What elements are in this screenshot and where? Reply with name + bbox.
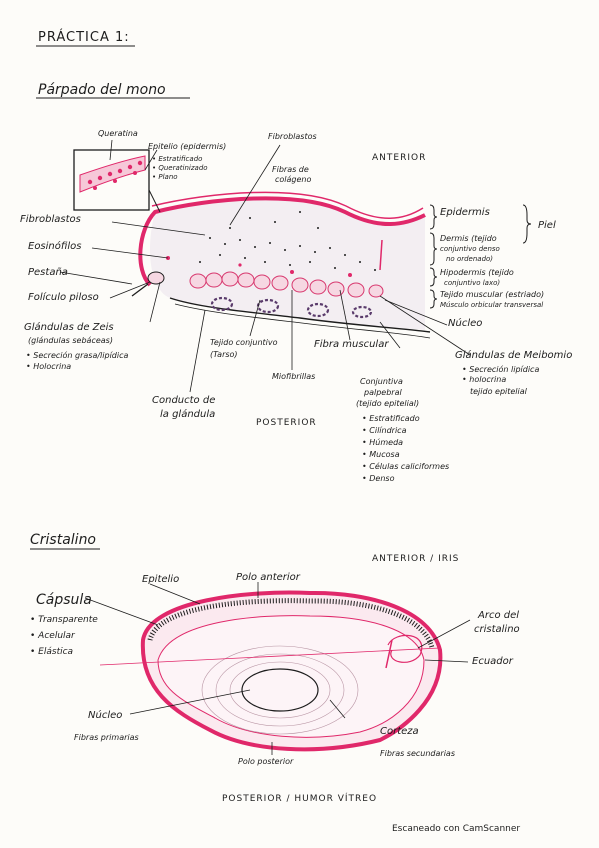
label-arco-2: cristalino <box>474 624 520 635</box>
conjuntiva-prop: Húmeda <box>362 437 449 449</box>
label-corteza: Corteza <box>380 726 419 737</box>
label-anterior: ANTERIOR <box>372 153 427 163</box>
label-piel: Piel <box>538 220 556 231</box>
scanner-watermark: Escaneado con CamScanner <box>392 824 521 834</box>
capsula-prop: Transparente <box>30 612 98 628</box>
zeis-prop: Secreción grasa/lipídica <box>26 350 128 361</box>
capsula-props: Transparente Acelular Elástica <box>30 612 98 660</box>
conjuntiva-prop: Células caliciformes <box>362 461 449 473</box>
label-hipodermis-1: Hipodermis (tejido <box>440 268 514 277</box>
eyelid-inset <box>73 149 161 213</box>
label-fibras-secundarias: Fibras secundarias <box>380 749 455 758</box>
capsula-prop: Elástica <box>30 644 98 660</box>
lens-epithelium <box>147 598 435 649</box>
eyelid-keratin-line <box>151 191 424 219</box>
epitelio-prop: Queratinizado <box>152 164 207 173</box>
label-tejido-conjuntivo-1: Tejido conjuntivo <box>210 338 278 347</box>
label-dermis-2: conjuntivo denso <box>440 245 500 253</box>
label-epitelio-lens: Epitelio <box>142 574 180 585</box>
epitelio-props: Estratificado Queratinizado Plano <box>152 155 208 182</box>
label-conducto-1: Conducto de <box>152 395 216 406</box>
label-polo-anterior: Polo anterior <box>236 572 300 583</box>
meibomio-props: Secreción lipídica holocrina <box>462 365 539 385</box>
label-conjuntiva-3: (tejido epitelial) <box>356 399 420 408</box>
lens-title: Cristalino <box>30 532 97 548</box>
label-epidermis: Epidermis <box>440 207 490 218</box>
label-zeis-2: (glándulas sebáceas) <box>28 336 113 345</box>
label-fibras-colageno-1: Fibras de <box>272 165 309 174</box>
lens-nucleus <box>241 668 319 712</box>
eyelid-epidermis <box>138 196 426 287</box>
capsula-prop: Acelular <box>30 628 98 644</box>
label-zeis-1: Glándulas de Zeis <box>24 322 114 333</box>
label-conjuntiva-2: palpebral <box>364 388 402 397</box>
lens-bow <box>387 634 423 663</box>
label-posterior: POSTERIOR <box>256 418 317 428</box>
label-nucleo-eyelid: Núcleo <box>448 318 483 329</box>
eyelid-conjunctiva-line <box>169 297 431 333</box>
conjuntiva-prop: Denso <box>362 473 449 485</box>
label-foliculo: Folículo piloso <box>28 292 99 303</box>
label-muscular-2: Músculo orbicular transversal <box>440 301 544 309</box>
label-fibroblastos-top: Fibroblastos <box>268 132 317 141</box>
label-fibra-muscular: Fibra muscular <box>314 339 389 350</box>
lens-leaders <box>84 582 471 755</box>
label-arco-1: Arco del <box>478 610 520 621</box>
label-pestana: Pestaña <box>28 267 68 278</box>
label-miofibrillas: Miofibrillas <box>272 372 316 381</box>
label-capsula: Cápsula <box>36 592 92 608</box>
label-fibras-colageno-2: colágeno <box>275 175 312 184</box>
label-muscular-1: Tejido muscular (estriado) <box>440 290 545 299</box>
lens-drawing <box>99 590 443 752</box>
label-conjuntiva-1: Conjuntiva <box>360 377 403 386</box>
label-epitelio: Epitelio (epidermis) <box>148 142 227 151</box>
label-anterior-iris: ANTERIOR / IRIS <box>372 554 460 564</box>
eyelid-conjunctiva-line-2 <box>174 303 431 339</box>
zeis-props: Secreción grasa/lipídica Holocrina <box>26 350 128 372</box>
meibomio-prop: holocrina <box>462 375 539 385</box>
label-dermis-3: no ordenado) <box>446 255 494 263</box>
epitelio-prop: Plano <box>152 173 208 182</box>
eyelid-title: Párpado del mono <box>38 82 166 98</box>
eyelid-drawing <box>131 191 431 339</box>
label-fibras-primarias: Fibras primarias <box>74 733 139 742</box>
label-tejido-conjuntivo-2: (Tarso) <box>210 350 238 359</box>
label-fibroblastos-left: Fibroblastos <box>20 214 81 225</box>
meibomio-prop: Secreción lipídica <box>462 365 539 375</box>
label-ecuador: Ecuador <box>472 656 513 667</box>
label-eosinofilos: Eosinófilos <box>28 241 82 252</box>
label-dermis-1: Dermis (tejido <box>440 234 497 243</box>
zeis-prop: Holocrina <box>26 361 128 372</box>
conjuntiva-prop: Mucosa <box>362 449 449 461</box>
conjuntiva-props: Estratificado Cilíndrica Húmeda Mucosa C… <box>362 413 449 485</box>
conjuntiva-prop: Estratificado <box>362 413 449 425</box>
practice-heading: PRÁCTICA 1: <box>38 30 130 45</box>
lens-equator-line <box>99 647 441 666</box>
label-hipodermis-2: conjuntivo laxo) <box>444 279 501 287</box>
label-nucleo-lens: Núcleo <box>88 710 123 721</box>
label-meibomio: Glándulas de Meibomio <box>455 350 573 361</box>
eyelid-brackets <box>429 204 532 309</box>
label-conducto-2: la glándula <box>160 409 216 420</box>
conjuntiva-prop: Cilíndrica <box>362 425 449 437</box>
label-queratina: Queratina <box>98 129 138 138</box>
label-meibomio-extra: tejido epitelial <box>470 387 527 396</box>
epitelio-prop: Estratificado <box>152 155 208 164</box>
label-posterior-humor: POSTERIOR / HUMOR VÍTREO <box>222 794 378 804</box>
lens-cortex <box>157 615 425 738</box>
eyelid-leaders <box>59 139 471 393</box>
label-polo-posterior: Polo posterior <box>238 757 294 766</box>
